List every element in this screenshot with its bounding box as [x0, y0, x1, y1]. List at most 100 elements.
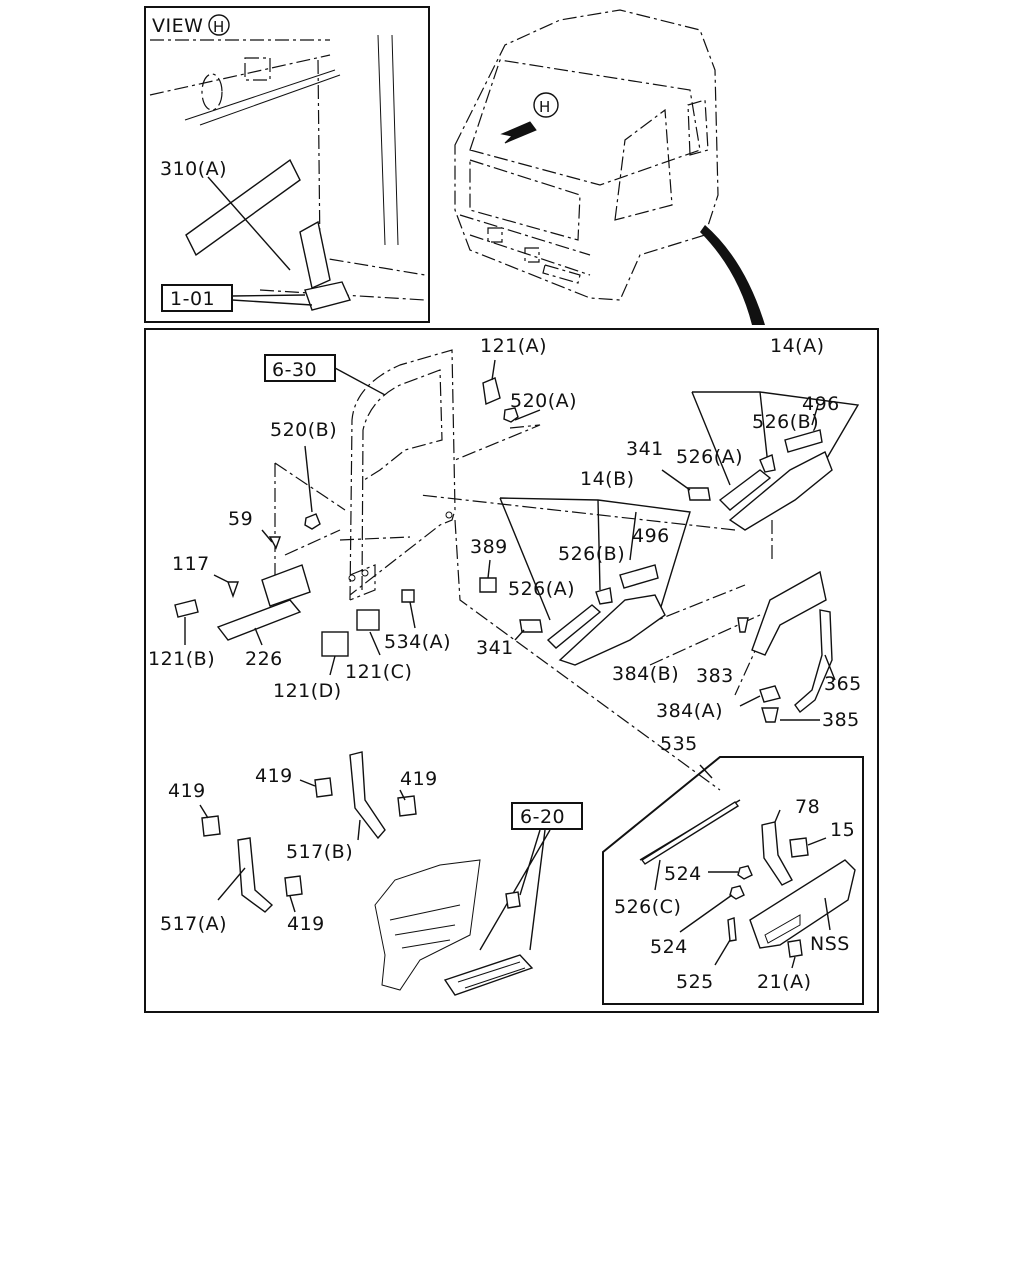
leader-517a	[199, 804, 296, 913]
bracket-226-upper	[261, 564, 311, 607]
cab-marker	[542, 264, 581, 284]
label-341-mid: 341	[476, 637, 514, 659]
label-526b-mid: 526(B)	[558, 543, 625, 565]
leader-78	[774, 809, 781, 823]
door-window	[614, 108, 673, 221]
bolt-419-c	[201, 815, 221, 837]
door-frame-inner	[361, 369, 443, 591]
label-6-30: 6-30	[272, 359, 317, 381]
label-419-d: 419	[287, 913, 325, 935]
interior-edge-line	[149, 39, 331, 96]
interior-plug	[244, 57, 271, 81]
strip-526a-top	[718, 469, 772, 511]
connector-lines-right	[419, 494, 773, 696]
strip-496-top	[784, 429, 823, 453]
screw-341-mid	[519, 619, 543, 633]
interior-hole	[201, 73, 223, 111]
cab-lamp-right	[524, 247, 540, 263]
bolt-419-d	[284, 875, 303, 897]
clip-524-a	[737, 865, 753, 880]
ref-box-1-01	[161, 284, 233, 312]
door-hole-c	[445, 511, 453, 519]
label-plate-310a	[185, 158, 301, 257]
label-526b-top: 526(B)	[752, 411, 819, 433]
clip-526b-mid	[595, 587, 613, 605]
strip-526c	[640, 801, 740, 865]
clip-525	[727, 917, 737, 942]
bracket-226	[216, 599, 302, 641]
door-pillar	[377, 34, 399, 246]
leader-121c-d	[329, 631, 381, 676]
step-bolt	[505, 891, 521, 909]
leader-6-20	[479, 829, 551, 951]
step-cover-slot	[764, 914, 801, 944]
bracket-517b-group	[299, 751, 417, 841]
screw-389	[479, 577, 497, 593]
label-6-20: 6-20	[520, 806, 565, 828]
label-121b: 121(B)	[148, 648, 215, 670]
leader-121a	[491, 359, 541, 421]
h-marker-circle	[533, 92, 559, 118]
bolt-419-a	[314, 777, 333, 798]
cab-outline	[454, 9, 719, 301]
part-labels: 310(A) 1-01 6-30 121(A) 520(A) 14(A) 520…	[148, 158, 862, 993]
screw-534a	[401, 589, 415, 603]
clip-526b-top	[759, 454, 776, 473]
label-59: 59	[228, 508, 253, 530]
view-h-inset: VIEW H	[144, 6, 430, 323]
leader-517b	[299, 779, 406, 841]
label-78: 78	[795, 796, 820, 818]
floor-panel-line	[184, 69, 341, 126]
screw-59	[268, 536, 281, 550]
bolt-419-b	[397, 795, 417, 817]
view-arrow-icon	[500, 121, 537, 144]
screw-117	[227, 581, 239, 599]
leader-389	[487, 559, 491, 579]
label-496-mid: 496	[632, 525, 670, 547]
strip-526a-mid	[546, 604, 602, 649]
h-marker-text: H	[539, 98, 551, 116]
clip-384b	[737, 617, 749, 633]
label-15: 15	[830, 819, 855, 841]
label-14b: 14(B)	[580, 468, 635, 490]
leader-14b	[499, 497, 691, 621]
bolt-385	[761, 707, 779, 723]
grille	[459, 159, 591, 276]
door-frame-outline	[349, 349, 456, 601]
label-520a: 520(A)	[510, 390, 577, 412]
bracket-517a-group	[199, 804, 303, 913]
door-bracket	[349, 564, 376, 601]
wheel-arch-14a	[728, 451, 833, 531]
label-496-top: 496	[802, 393, 840, 415]
truck-cab: H	[454, 9, 765, 325]
clip-384a	[759, 685, 781, 703]
label-526a-mid: 526(A)	[508, 578, 575, 600]
clip-21a	[787, 939, 803, 958]
fender-bracket-group	[737, 570, 836, 723]
door-frame-group	[264, 349, 456, 601]
leader-6-30	[334, 367, 386, 396]
label-21a: 21(A)	[757, 971, 812, 993]
bracket-517b	[349, 751, 386, 840]
label-nss: NSS	[810, 933, 850, 955]
leader-117	[213, 574, 229, 583]
leader-21a-nss	[791, 897, 831, 969]
nut-520a	[503, 407, 519, 423]
label-121a: 121(A)	[480, 335, 547, 357]
label-341-top: 341	[626, 438, 664, 460]
door-hole-a	[348, 574, 356, 582]
step-cover-nss	[749, 859, 856, 949]
label-310a: 310(A)	[160, 158, 227, 180]
label-419-c: 419	[168, 780, 206, 802]
clip-524-b	[729, 885, 745, 900]
step-housing-ribs	[389, 904, 461, 949]
label-121d: 121(D)	[273, 680, 342, 702]
stay-365	[794, 609, 833, 714]
label-365: 365	[824, 673, 862, 695]
clip-121a	[482, 377, 501, 406]
step-housing	[374, 859, 481, 991]
nss-frame	[602, 756, 864, 1005]
bracket-78	[761, 821, 793, 886]
